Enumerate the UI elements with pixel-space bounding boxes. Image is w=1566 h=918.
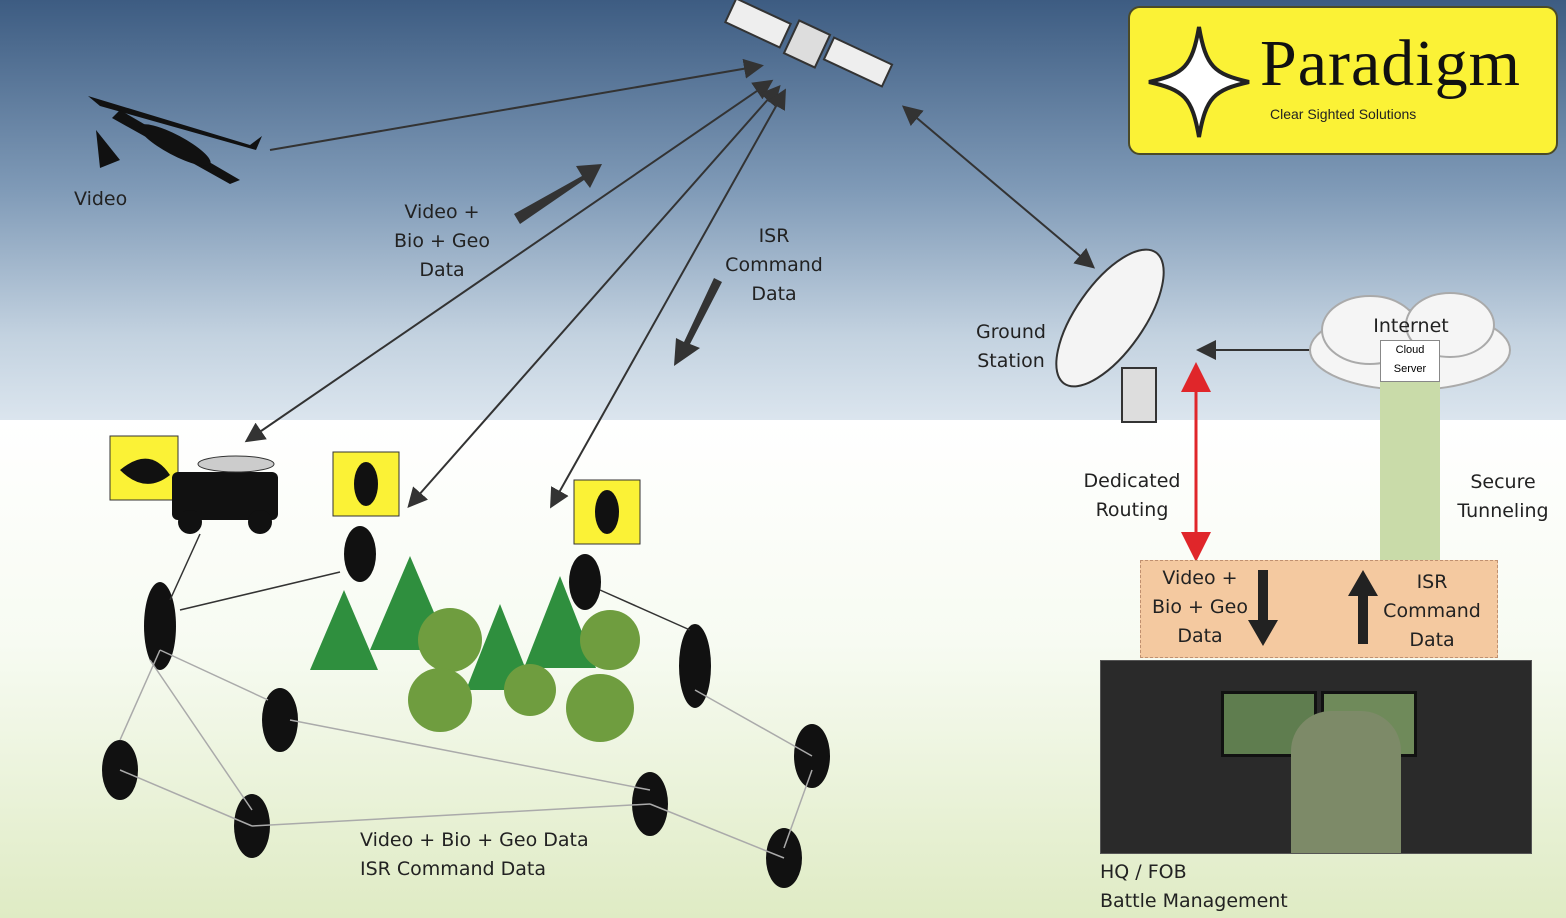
hq-downlink-line-1: ISR bbox=[1416, 571, 1448, 593]
ground-station-dish-icon bbox=[1055, 248, 1165, 423]
hq-uplink-line-2: Bio + Geo bbox=[1152, 596, 1248, 618]
hq-uplink-line-1: Video + bbox=[1162, 567, 1238, 589]
mesh-line-1: Video + Bio + Geo Data bbox=[360, 829, 589, 851]
logo-title: Paradigm bbox=[1260, 27, 1521, 100]
downlink-label: ISR Command Data bbox=[712, 222, 836, 309]
logo-tagline: Clear Sighted Solutions bbox=[1270, 106, 1417, 122]
downlink-line-1: ISR bbox=[758, 225, 790, 247]
secure-tunneling-line-1: Secure bbox=[1470, 471, 1536, 493]
mesh-label: Video + Bio + Geo Data ISR Command Data bbox=[360, 826, 589, 884]
hornet-badge-icon bbox=[573, 479, 641, 545]
uplink-label: Video + Bio + Geo Data bbox=[386, 198, 498, 285]
hq-label: HQ / FOB Battle Management bbox=[1100, 858, 1288, 916]
command-center-photo bbox=[1100, 660, 1532, 854]
uplink-line-1: Video + bbox=[404, 201, 480, 223]
drone-icon bbox=[88, 96, 262, 184]
video-label: Video bbox=[74, 188, 128, 210]
hq-line-2: Battle Management bbox=[1100, 890, 1288, 912]
hq-uplink-line-3: Data bbox=[1177, 625, 1223, 647]
dedicated-routing-line-1: Dedicated bbox=[1083, 470, 1181, 492]
star-logo-icon bbox=[1148, 26, 1250, 138]
internet-label: Internet bbox=[1373, 315, 1449, 337]
satellite-icon bbox=[723, 0, 894, 88]
cloud-server-box: Cloud Server bbox=[1380, 340, 1440, 382]
hornet-badge-icon bbox=[332, 451, 400, 517]
hq-downlink-label: ISR Command Data bbox=[1376, 568, 1488, 655]
dedicated-routing-label: Dedicated Routing bbox=[1076, 467, 1188, 525]
ground-station-line-1: Ground bbox=[976, 321, 1046, 343]
forest-icon bbox=[310, 556, 640, 742]
hq-downlink-line-3: Data bbox=[1409, 629, 1455, 651]
mesh-line-2: ISR Command Data bbox=[360, 858, 546, 880]
cloud-server-line-2: Server bbox=[1393, 363, 1427, 375]
unit-badge-icon bbox=[109, 435, 179, 501]
downlink-line-2: Command bbox=[725, 254, 823, 276]
paradigm-logo: Paradigm Clear Sighted Solutions bbox=[1128, 6, 1558, 155]
downlink-line-3: Data bbox=[751, 283, 797, 305]
secure-tunnel-band bbox=[1380, 378, 1440, 560]
hq-uplink-label: Video + Bio + Geo Data bbox=[1140, 564, 1260, 651]
cloud-server-line-1: Cloud bbox=[1395, 344, 1425, 356]
ground-station-label: Ground Station bbox=[966, 318, 1056, 376]
dedicated-routing-line-2: Routing bbox=[1095, 499, 1169, 521]
uplink-line-3: Data bbox=[419, 259, 465, 281]
secure-tunneling-label: Secure Tunneling bbox=[1448, 468, 1558, 526]
ground-station-line-2: Station bbox=[977, 350, 1045, 372]
humvee-icon bbox=[172, 455, 278, 534]
hq-line-1: HQ / FOB bbox=[1100, 861, 1187, 883]
hq-downlink-line-2: Command bbox=[1383, 600, 1481, 622]
secure-tunneling-line-2: Tunneling bbox=[1457, 500, 1549, 522]
uplink-line-2: Bio + Geo bbox=[394, 230, 490, 252]
hq-data-band bbox=[1140, 560, 1498, 658]
